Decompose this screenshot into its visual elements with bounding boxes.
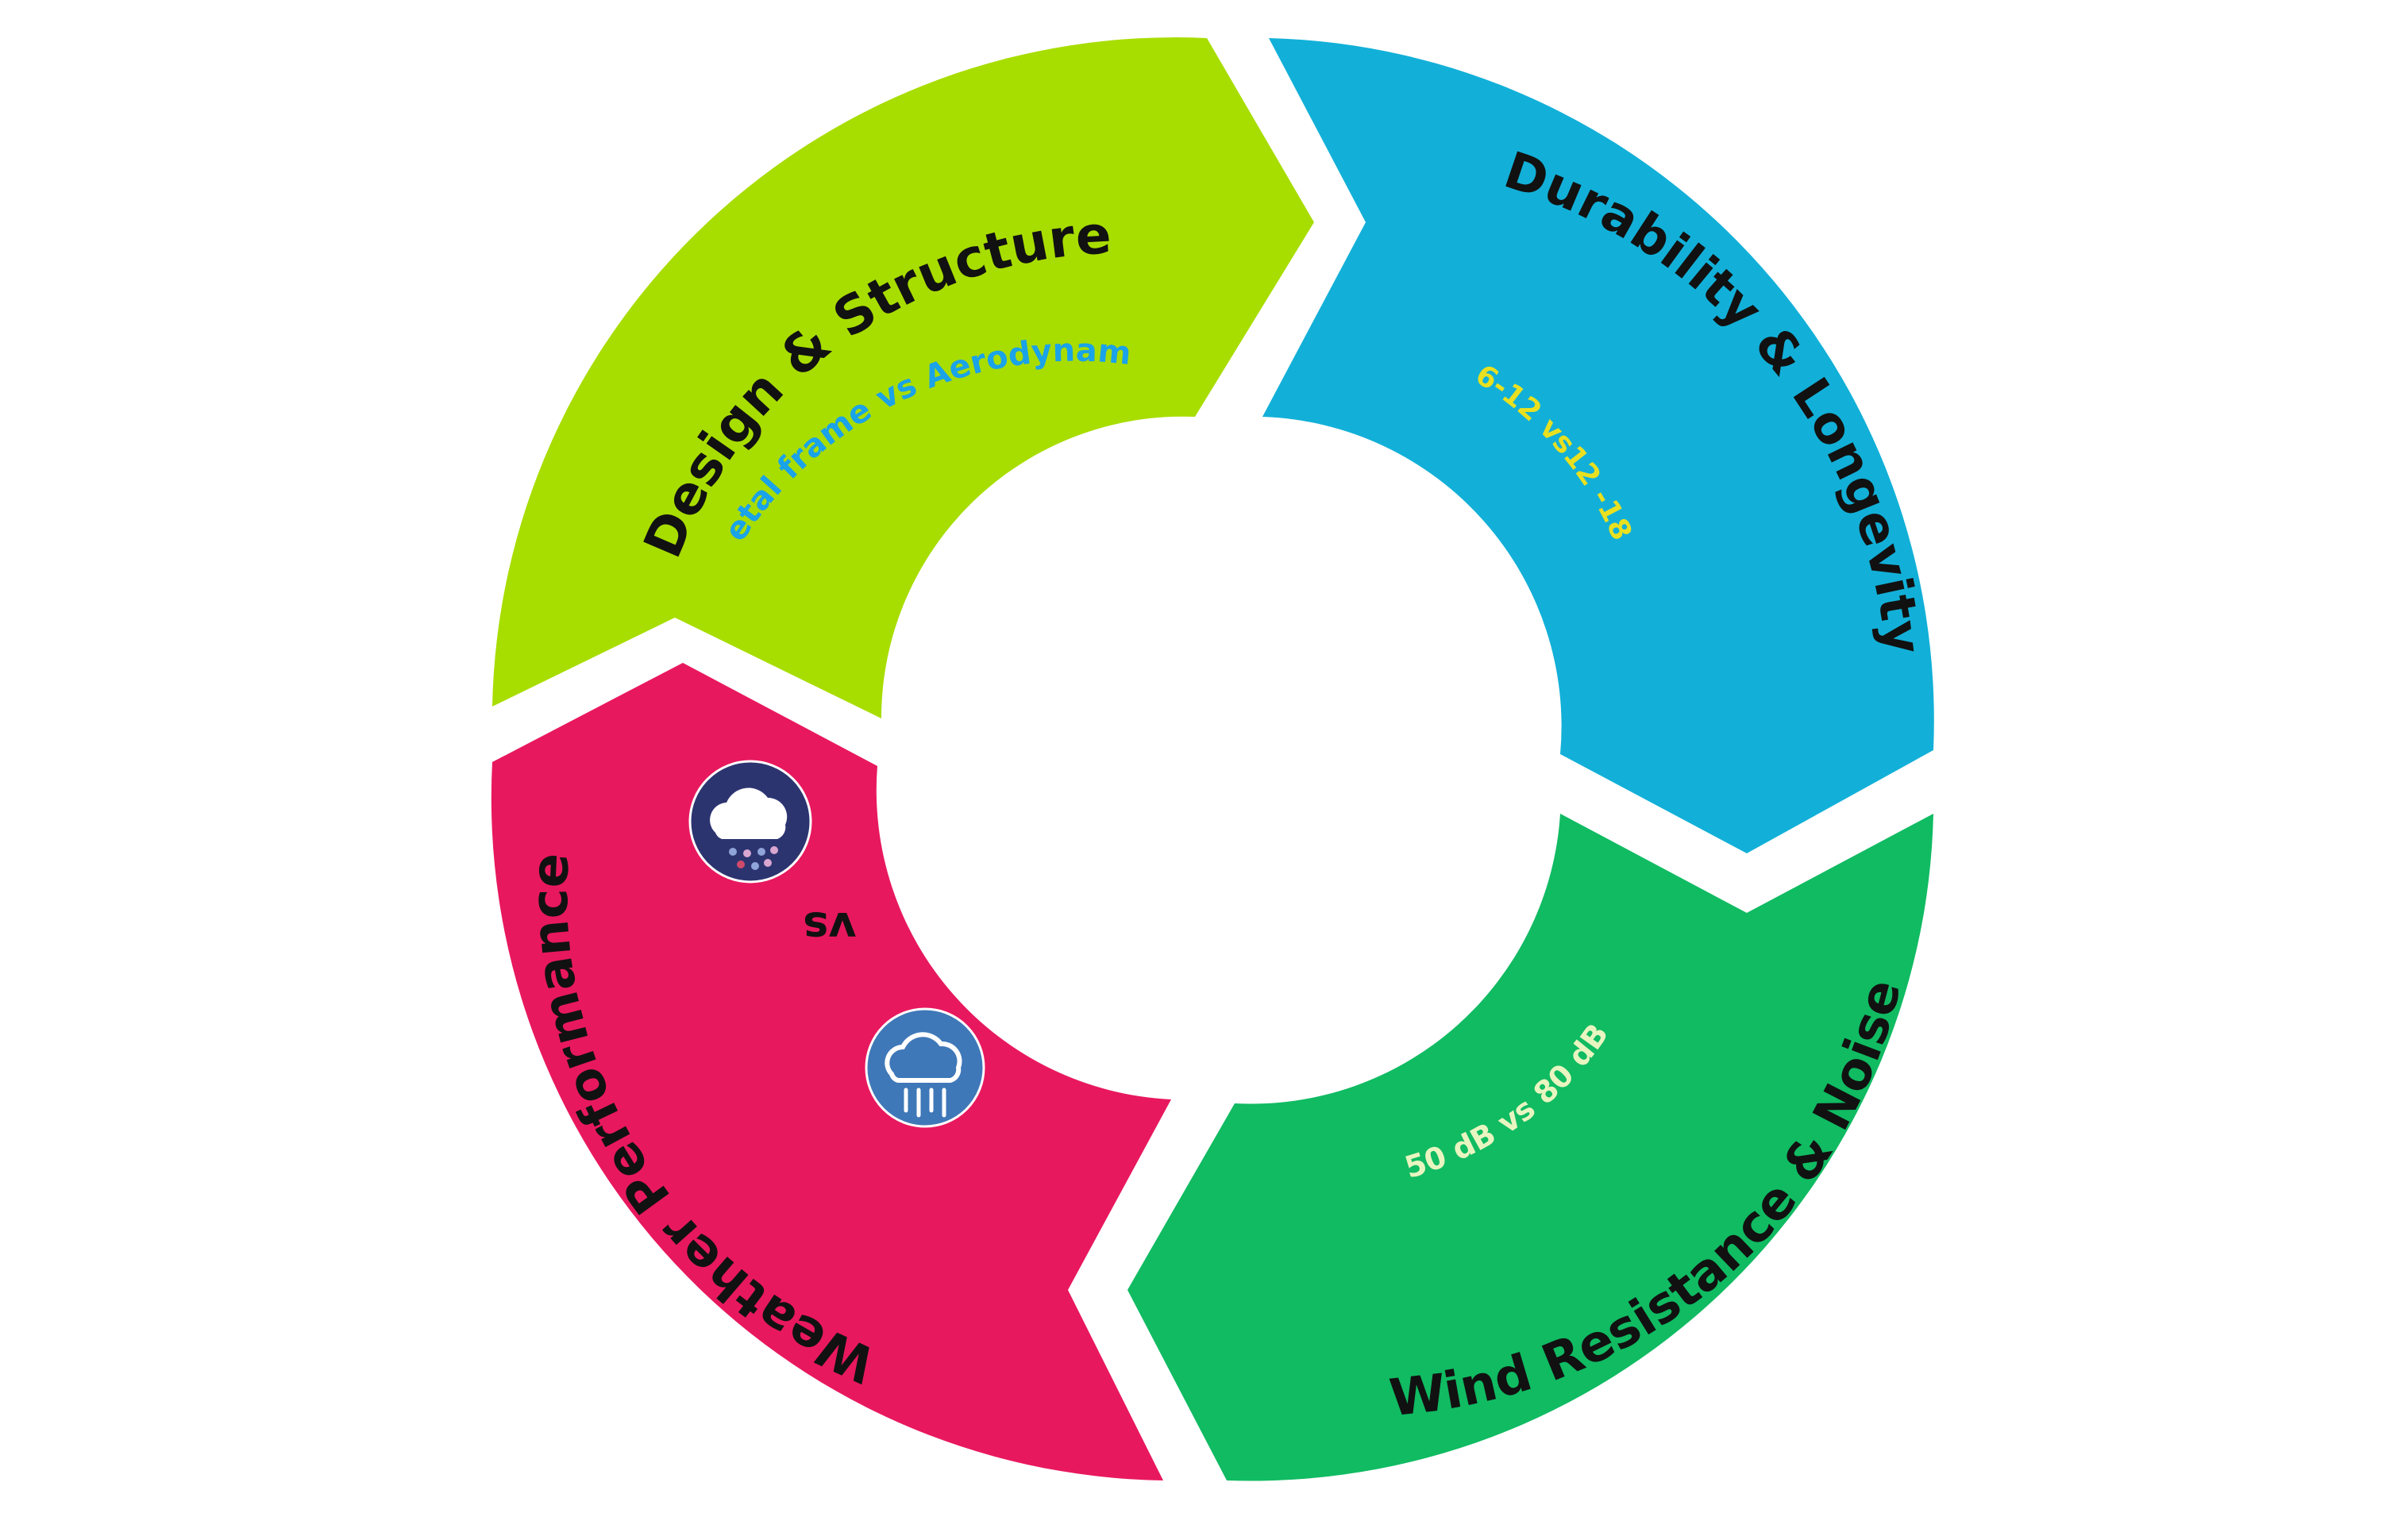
segment-durability-shape (1262, 38, 1934, 853)
weather-vs-label: vs (803, 903, 856, 953)
segment-weather-shape (491, 663, 1171, 1480)
segment-wind-shape (1127, 814, 1933, 1481)
segment-design-shape (492, 37, 1314, 718)
segment-weather-performance: Weather Performance vs (491, 663, 1171, 1480)
segment-durability-longevity: Durability & Longevity 6-12 vs12 -18 (1262, 38, 1934, 853)
snow-rain-cloud-icon (688, 760, 812, 884)
segment-design-structure: Design & Structure Metal frame vs Aerody… (0, 0, 1314, 718)
rain-cloud-icon (865, 1007, 985, 1128)
segment-wind-resistance-noise: 50 dB vs 80 dB Wind Resistance & Noise (1127, 814, 1933, 1481)
